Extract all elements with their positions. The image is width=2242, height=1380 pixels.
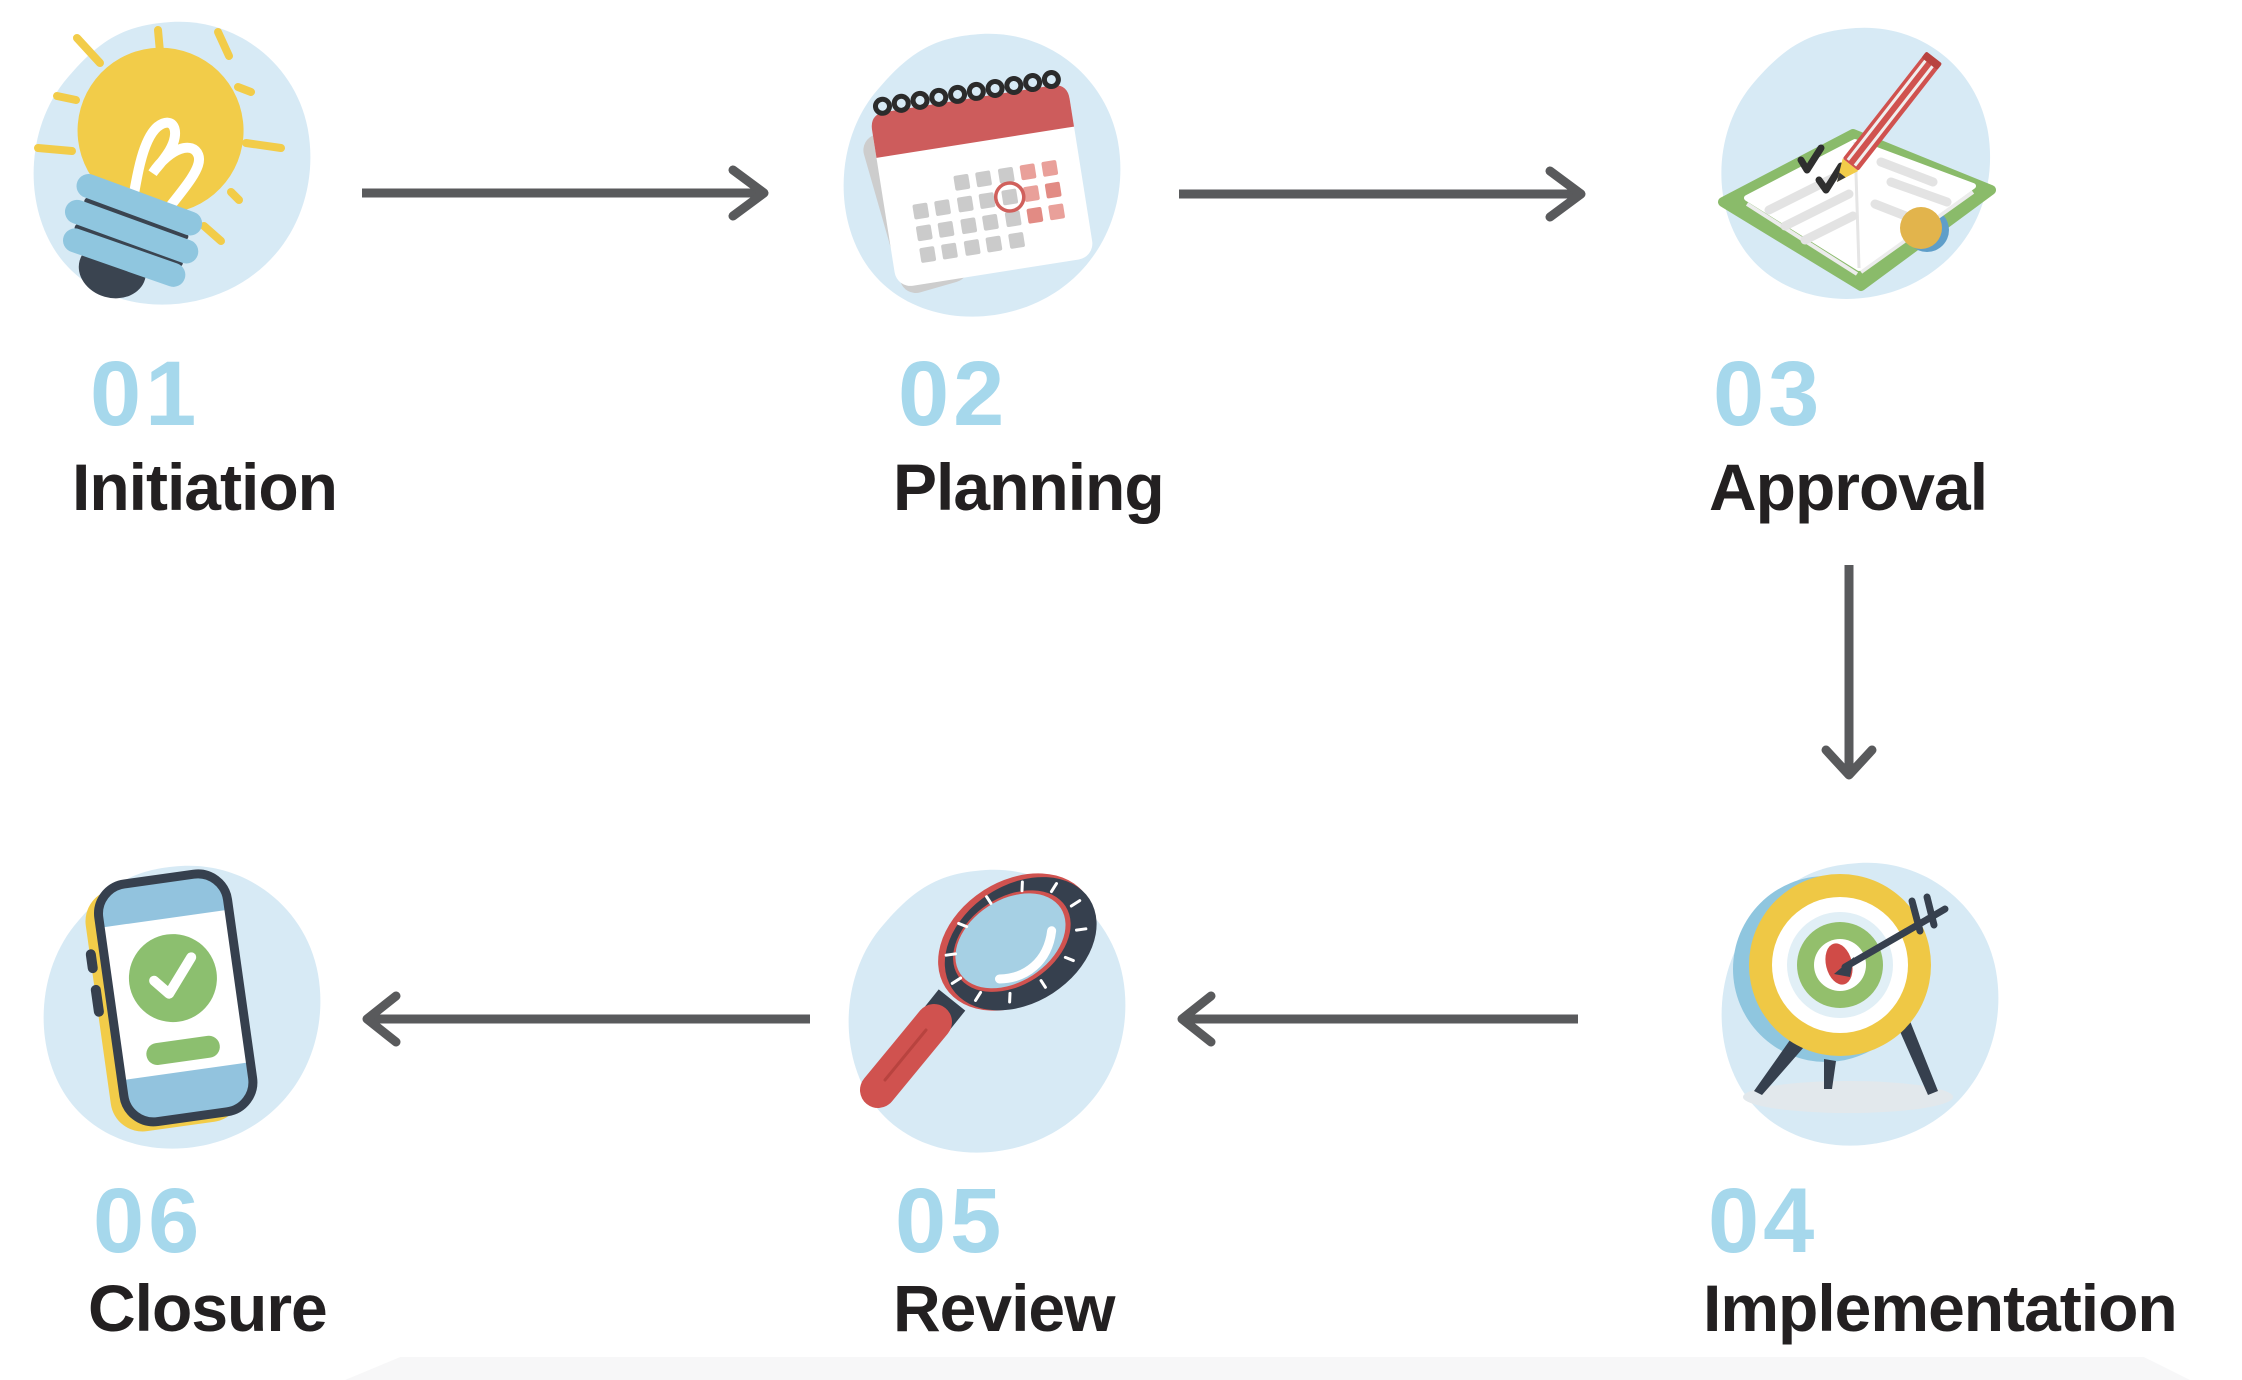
calendar-icon	[843, 33, 1121, 317]
step-number: 05	[895, 1170, 1006, 1272]
rim-tick-marks	[944, 880, 1088, 1004]
lightbulb-icon	[33, 21, 311, 305]
phone-check-icon	[43, 865, 321, 1149]
arrow-planning-to-approval	[1179, 166, 1586, 222]
step-number: 02	[898, 343, 1009, 445]
magnifying-glass-icon	[848, 869, 1126, 1153]
page-text-lines	[1764, 157, 1952, 245]
arrow-review-to-closure	[362, 991, 810, 1047]
step-number: 04	[1708, 1170, 1819, 1272]
spiral-binding	[872, 70, 1061, 116]
pencil	[1837, 52, 1942, 182]
target-icon	[1721, 862, 1999, 1146]
light-rays	[34, 26, 285, 245]
step-label: Closure	[88, 1271, 328, 1345]
step-number: 01	[90, 343, 201, 445]
step-label: Review	[893, 1271, 1115, 1345]
check-marks	[1797, 144, 1845, 194]
step-label: Planning	[893, 450, 1165, 524]
step-number: 06	[93, 1170, 204, 1272]
step-label: Initiation	[72, 450, 338, 524]
step-label: Approval	[1709, 450, 1988, 524]
bottom-partial-card	[345, 1357, 2190, 1380]
arrow-approval-to-implementation	[1821, 565, 1877, 780]
book-pencil-icon	[1718, 27, 1996, 299]
calendar-days	[912, 160, 1065, 263]
circled-day	[993, 181, 1026, 213]
arrow-initiation-to-planning	[362, 165, 769, 221]
step-number: 03	[1713, 343, 1824, 445]
arrow-in-bullseye	[1841, 893, 1949, 971]
arrow-implementation-to-review	[1177, 991, 1578, 1047]
step-label: Implementation	[1703, 1271, 2178, 1345]
